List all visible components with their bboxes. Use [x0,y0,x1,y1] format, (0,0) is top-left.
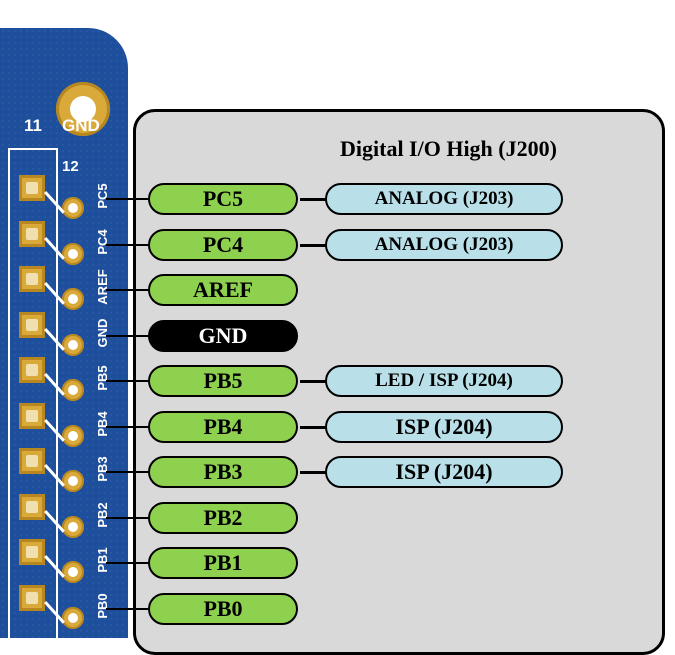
pin-leader-line [106,425,156,428]
round-pad [62,379,84,401]
pin-label-pc4: PC4 [148,228,298,261]
square-pad [19,448,45,474]
pin-label-pc5: PC5 [148,183,298,215]
round-pad [62,197,84,219]
pin-label-pb3: PB3 [148,456,298,488]
header-outline [8,148,58,650]
square-pad [19,175,45,201]
function-connector [300,198,330,201]
function-label: ANALOG (J203) [325,228,563,261]
square-pad [19,266,45,292]
round-pad [62,333,84,356]
pcb-board [0,28,128,638]
pin-leader-line [106,562,156,564]
function-connector [300,380,330,383]
pin-leader-line [106,607,156,610]
pin-number-label: 11 [24,116,42,135]
round-pad [62,515,84,538]
round-pad [62,242,84,265]
pin-label-aref: AREF [148,274,298,306]
square-pad [19,357,45,383]
round-pad [62,424,84,447]
round-pad [62,561,84,583]
square-pad [19,311,45,338]
square-pad [19,220,45,247]
pin-label-pb0: PB0 [148,592,298,625]
function-connector [300,243,330,247]
pin-leader-line [106,243,156,246]
round-pad [62,470,84,492]
function-label: ISP (J204) [325,410,563,443]
square-pad [19,493,45,520]
pin-leader-line [106,516,156,519]
pin-leader-line [106,289,156,291]
square-pad [19,402,45,429]
function-connector [300,425,330,429]
round-pad [62,288,84,310]
silkscreen-label: PB0 [95,592,110,619]
gnd-top-label: GND [62,116,100,135]
round-pad [62,606,84,629]
square-pad [19,584,45,611]
pin-label-pb5: PB5 [148,365,298,397]
function-connector [300,471,330,474]
pin-leader-line [106,471,156,473]
function-label: LED / ISP (J204) [325,365,563,397]
pin-label-pb1: PB1 [148,547,298,579]
pin-leader-line [106,198,156,200]
pin-label-pb4: PB4 [148,410,298,443]
pin-leader-line [106,380,156,382]
pin-label-pb2: PB2 [148,501,298,534]
pin-label-gnd: GND [148,319,298,352]
function-label: ANALOG (J203) [325,183,563,215]
pin-leader-line [106,334,156,337]
square-pad [19,539,45,565]
header-number-label: 12 [62,158,79,175]
panel-title: Digital I/O High (J200) [340,136,557,161]
function-label: ISP (J204) [325,456,563,488]
mounting-hole [56,82,110,136]
